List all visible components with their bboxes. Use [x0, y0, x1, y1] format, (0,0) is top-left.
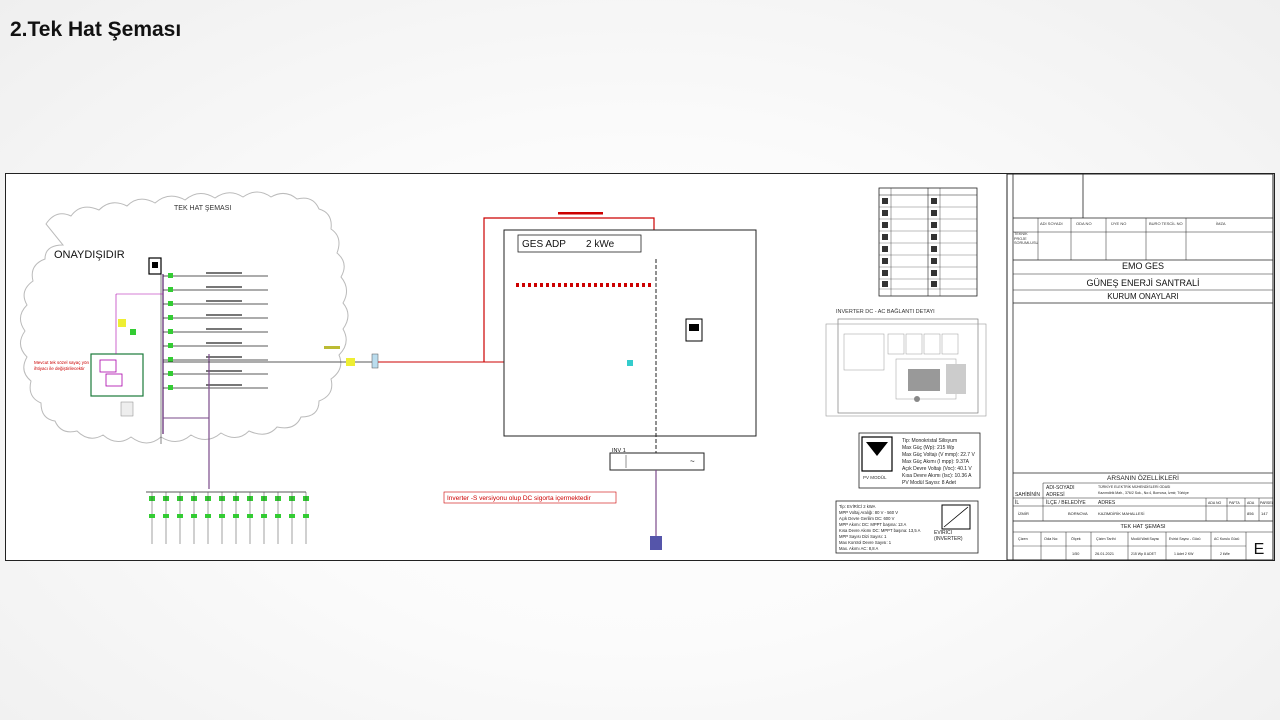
pv-icon-label: PV MODÜL: [863, 474, 887, 480]
feeder-labels: [206, 272, 242, 386]
approvals-label: KURUM ONAYLARI: [1107, 292, 1178, 301]
svg-text:147: 147: [1261, 511, 1268, 516]
svg-text:BORNOVA: BORNOVA: [1068, 511, 1088, 516]
inverter-note-box: [443, 491, 617, 504]
svg-text:2 kWe: 2 kWe: [1220, 552, 1230, 556]
svg-text:İZMİR: İZMİR: [1018, 511, 1029, 516]
svg-text:Tip: Monokristal Silisyum: Tip: Monokristal Silisyum: [902, 438, 957, 444]
title-block: ADI SOYADI ODA NO ÜYE NO BURO TESCİL NO …: [1006, 174, 1274, 560]
svg-text:Çizen: Çizen: [1018, 537, 1028, 541]
sheet-letter: E: [1254, 541, 1265, 558]
svg-text:Çizim Tarihi: Çizim Tarihi: [1096, 537, 1116, 541]
svg-text:Kazımdirik Mah., 376/2 Sok., N: Kazımdirik Mah., 376/2 Sok., No:4, Borno…: [1098, 490, 1189, 495]
svg-text:ADI-SOYADI: ADI-SOYADI: [1046, 485, 1075, 491]
svg-text:ÜYE NO: ÜYE NO: [1111, 221, 1126, 226]
drawing-title: TEK HAT ŞEMASI: [1120, 524, 1166, 530]
svg-text:AC Kurulu Gücü: AC Kurulu Gücü: [1214, 537, 1239, 541]
single-line-diagram: TEK HAT ŞEMASI ONAYDIŞIDIR: [20, 174, 1274, 560]
connection-detail-title: INVERTER DC - AC BAĞLANTI DETAYI: [836, 308, 935, 315]
section-title: TEK HAT ŞEMASI: [174, 205, 231, 212]
feeder-lines: [163, 275, 268, 389]
svg-text:26.01.2021: 26.01.2021: [1095, 552, 1114, 556]
svg-text:1/50: 1/50: [1072, 552, 1079, 556]
svg-text:Max. Akımı AC: 8,8 A: Max. Akımı AC: 8,8 A: [839, 546, 879, 551]
dc-string-bar: [513, 283, 651, 287]
svg-text:Kısa Devre Akımı DC: MPPT başı: Kısa Devre Akımı DC: MPPT başına: 13,5 A: [839, 528, 921, 533]
meter-panel: [90, 353, 144, 397]
slide-title: 2.Tek Hat Şeması: [10, 18, 182, 41]
svg-text:ADA NO: ADA NO: [1208, 501, 1222, 505]
inverter-box: [609, 452, 705, 471]
svg-text:1 Adet 2 KW: 1 Adet 2 KW: [1174, 552, 1194, 556]
svg-text:MPP Sayısı Dizi Sayısı: 1: MPP Sayısı Dizi Sayısı: 1: [839, 534, 887, 539]
svg-text:TÜRKİYE ELEKTRİK MÜHENDİSLERİ: TÜRKİYE ELEKTRİK MÜHENDİSLERİ ODASI: [1098, 484, 1170, 489]
svg-text:Modül Watt Sayısı: Modül Watt Sayısı: [1131, 537, 1159, 541]
svg-text:Açık Devre Gerilim DC: 600 V: Açık Devre Gerilim DC: 600 V: [839, 516, 895, 521]
string-fuses: [149, 496, 309, 501]
svg-text:PAFTA: PAFTA: [1229, 501, 1240, 505]
land-features: ARSANIN ÖZELLİKLERİ: [1107, 473, 1179, 482]
pv-module-icon: [866, 442, 888, 456]
svg-text:ADA: ADA: [1247, 501, 1255, 505]
svg-text:ADI SOYADI: ADI SOYADI: [1040, 221, 1063, 226]
svg-text:ADRESİ: ADRESİ: [1046, 491, 1065, 498]
svg-text:Tip: EVİRİCİ 2 kWA: Tip: EVİRİCİ 2 kWA: [839, 504, 876, 509]
svg-text:SAHİBİNİN: SAHİBİNİN: [1015, 491, 1040, 498]
svg-text:856: 856: [1247, 511, 1254, 516]
svg-text:Evirici Sayısı - Gücü: Evirici Sayısı - Gücü: [1169, 537, 1201, 541]
inverter-spec-lines: Tip: EVİRİCİ 2 kWA MPP Voltaj Aralığı: 8…: [839, 504, 921, 551]
svg-text:İLÇE / BELEDİYE: İLÇE / BELEDİYE: [1046, 499, 1086, 506]
fuse-yellow: [346, 358, 355, 366]
approval-stamp: ONAYDIŞIDIR: [54, 249, 125, 261]
symbol-legend: [878, 187, 978, 297]
inverter-icon: [943, 506, 969, 528]
svg-text:PV Modül Sayısı: 8 Adet: PV Modül Sayısı: 8 Adet: [902, 480, 957, 486]
inverter-label: INV 1: [612, 448, 626, 454]
pv-spec-lines: Tip: Monokristal Silisyum Max Güç (Wp): …: [902, 438, 975, 486]
feeder-breakers: [168, 273, 173, 390]
svg-text:İL: İL: [1015, 499, 1019, 506]
svg-text:BURO TESCİL NO: BURO TESCİL NO: [1149, 221, 1183, 226]
svg-text:Max Güç Akımı (I mpp): 9.37A: Max Güç Akımı (I mpp): 9.37A: [902, 459, 970, 465]
ges-box: [503, 229, 757, 437]
svg-text:215 Wp 8 ADET: 215 Wp 8 ADET: [1131, 552, 1157, 556]
svg-text:MPP Voltaj Aralığı: 80 V - 560: MPP Voltaj Aralığı: 80 V - 560 V: [839, 510, 898, 515]
ges-label: GES ADP: [522, 239, 566, 250]
svg-text:Max Güç (Wp): 215 Wp: Max Güç (Wp): 215 Wp: [902, 445, 954, 451]
svg-text:ODA NO: ODA NO: [1076, 221, 1092, 226]
project-name-2: GÜNEŞ ENERJİ SANTRALİ: [1086, 278, 1199, 288]
svg-text:Max Kontrol Devre Sayısı: 1: Max Kontrol Devre Sayısı: 1: [839, 540, 892, 545]
svg-text:KAZIMDİRİK MAHALLESİ: KAZIMDİRİK MAHALLESİ: [1098, 511, 1144, 516]
project-name-1: EMO GES: [1122, 261, 1164, 271]
inverter-icon-label: EVİRİCİ (INVERTER): [934, 530, 963, 542]
svg-text:Max Güç Voltajı (V mmp): 22.7: Max Güç Voltajı (V mmp): 22.7 V: [902, 452, 975, 458]
svg-text:İMZA: İMZA: [1216, 221, 1226, 226]
svg-text:Ölçek: Ölçek: [1071, 537, 1081, 541]
inverter-note: Inverter -S versiyonu olup DC sigorta iç…: [447, 495, 592, 502]
meter-note: Mevcut tek sözel sayaç yön ihtiyacı ile …: [34, 360, 89, 371]
svg-text:ADRES: ADRES: [1098, 500, 1116, 506]
svg-text:Açık Devre Voltajı (Voc): 40.1: Açık Devre Voltajı (Voc): 40.1 V: [902, 466, 972, 472]
svg-text:PARSEL: PARSEL: [1260, 501, 1274, 505]
svg-text:Oda No:: Oda No:: [1044, 537, 1058, 541]
drawing-sheet: TEK HAT ŞEMASI ONAYDIŞIDIR: [5, 173, 1275, 561]
svg-text:Kısa Devre Akımı (Isc): 10.36: Kısa Devre Akımı (Isc): 10.36 A: [902, 473, 972, 479]
approval-cloud: [20, 191, 349, 444]
ges-power: 2 kWe: [586, 239, 615, 250]
svg-text:~: ~: [690, 457, 695, 466]
svg-text:MPP Akımı: DC: MPPT başına: 13: MPP Akımı: DC: MPPT başına: 13 A: [839, 522, 907, 527]
